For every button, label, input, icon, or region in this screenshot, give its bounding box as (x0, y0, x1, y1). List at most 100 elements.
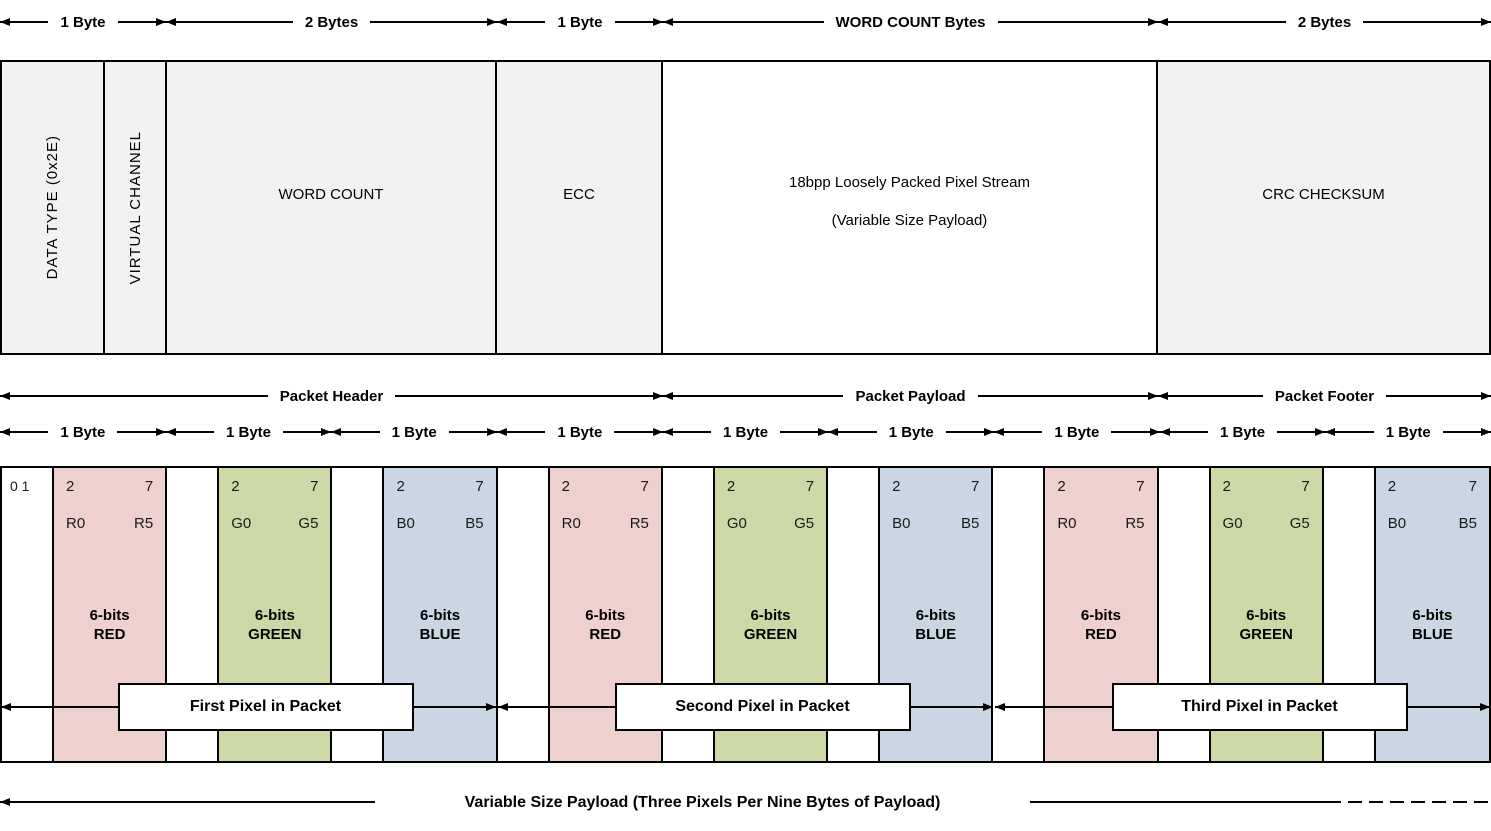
right-arrow-icon (395, 395, 663, 397)
bit-range: 2 7 (1045, 468, 1156, 495)
bit-range: 2 7 (384, 468, 495, 495)
left-arrow-icon (0, 431, 49, 433)
payload-title: 18bpp Loosely Packed Pixel Stream (789, 173, 1030, 191)
measure-byte-5: 1 Byte (662, 419, 829, 445)
bit-end-label: 7 (1301, 478, 1310, 495)
bit-range: 2 7 (715, 468, 826, 495)
value-range: R0 R5 (54, 495, 165, 532)
top-measure-row: 1 Byte 2 Bytes 1 Byte WORD COUNT Bytes 2… (0, 9, 1491, 35)
byte-9: 2 7 B0 B5 6-bits BLUE (1324, 468, 1489, 761)
bit-range: 2 7 (550, 468, 661, 495)
left-arrow-icon (994, 431, 1043, 433)
value-range: G0 G5 (1211, 495, 1322, 532)
bits-count-label: 6-bits (750, 607, 791, 624)
channel-name-label: 6-bits BLUE (880, 606, 991, 644)
right-line (1030, 801, 1327, 803)
color-label: GREEN (248, 626, 302, 643)
value-end-label: G5 (794, 515, 815, 532)
bit-end-label: 7 (1468, 478, 1477, 495)
measure-byte-2: 1 Byte (165, 419, 332, 445)
continuation-dashed-line (1327, 801, 1491, 803)
measure-packet-footer: Packet Footer (1158, 383, 1491, 409)
right-arrow-icon (1442, 431, 1491, 433)
byte-measure-label: 1 Byte (1220, 423, 1266, 441)
right-arrow-icon (614, 21, 663, 23)
byte-measure-label: 1 Byte (60, 423, 106, 441)
bit-range: 2 7 (1376, 468, 1489, 495)
field-ecc: ECC (497, 62, 663, 353)
byte-3: 2 7 B0 B5 6-bits BLUE (332, 468, 498, 761)
value-start-label: G0 (726, 515, 747, 532)
right-arrow-icon (370, 21, 497, 23)
right-arrow-icon (1111, 431, 1160, 433)
value-end-label: G5 (298, 515, 319, 532)
bit-range: 2 7 (219, 468, 330, 495)
section-measure-row: Packet Header Packet Payload Packet Foot… (0, 383, 1491, 409)
value-end-label: B5 (960, 515, 980, 532)
measure-ecc-width: 1 Byte (497, 9, 663, 35)
right-arrow-icon (614, 431, 663, 433)
left-arrow-icon (1159, 431, 1209, 433)
value-end-label: G5 (1289, 515, 1310, 532)
value-end-label: R5 (134, 515, 154, 532)
color-label: RED (1085, 626, 1117, 643)
left-arrow-icon (663, 21, 824, 23)
value-start-label: G0 (1222, 515, 1243, 532)
channel-name-label: 6-bits BLUE (384, 606, 495, 644)
value-start-label: G0 (231, 515, 252, 532)
packet-field-row: DATA TYPE (0x2E) VIRTUAL CHANNEL WORD CO… (0, 60, 1491, 355)
left-arrow-icon (165, 431, 214, 433)
bits-count-label: 6-bits (254, 607, 295, 624)
field-label: 18bpp Loosely Packed Pixel Stream (Varia… (789, 164, 1030, 240)
right-arrow-icon (997, 21, 1159, 23)
bit-range: 2 7 (1211, 468, 1322, 495)
field-label: WORD COUNT (278, 186, 384, 203)
bit-end-label: 7 (970, 478, 980, 495)
value-start-label: B0 (1387, 515, 1407, 532)
field-virtual-channel: VIRTUAL CHANNEL (105, 62, 167, 353)
bit-end-label: 7 (475, 478, 484, 495)
left-arrow-icon (1325, 431, 1374, 433)
bits-count-label: 6-bits (89, 607, 130, 624)
channel-name-label: 6-bits RED (550, 606, 661, 644)
measure-payload-width: WORD COUNT Bytes (663, 9, 1159, 35)
field-word-count: WORD COUNT (167, 62, 497, 353)
measure-label: 2 Bytes (1297, 13, 1352, 31)
bits-count-label: 6-bits (1412, 607, 1453, 624)
bit-end-label: 7 (1136, 478, 1145, 495)
color-label: RED (589, 626, 622, 643)
pixel-group-label: First Pixel in Packet (117, 683, 414, 731)
value-end-label: B5 (1458, 515, 1477, 532)
field-pixel-stream-payload: 18bpp Loosely Packed Pixel Stream (Varia… (663, 62, 1158, 353)
field-label: VIRTUAL CHANNEL (126, 130, 144, 285)
right-arrow-icon (448, 431, 498, 433)
pixel-byte-row: 0 1 2 7 R0 R5 6-bits RED 2 (0, 466, 1491, 763)
measure-byte-4: 1 Byte (497, 419, 663, 445)
measure-byte-6: 1 Byte (828, 419, 995, 445)
right-arrow-icon (117, 21, 166, 23)
color-label: BLUE (419, 626, 461, 643)
bottom-annotation: Variable Size Payload (Three Pixels Per … (0, 790, 1491, 820)
measure-crc-width: 2 Bytes (1158, 9, 1491, 35)
byte-measure-label: 1 Byte (888, 423, 934, 441)
color-label: BLUE (915, 626, 957, 643)
bit-start-label: 2 (1222, 478, 1231, 495)
value-start-label: B0 (396, 515, 415, 532)
bit-range: 2 7 (880, 468, 991, 495)
channel-name-label: 6-bits BLUE (1376, 606, 1489, 644)
pixel-group-overlay: First Pixel in Packet Second Pixel in Pa… (0, 466, 1491, 763)
field-label: ECC (563, 186, 595, 203)
color-label: BLUE (1411, 626, 1453, 643)
field-data-type: DATA TYPE (0x2E) (2, 62, 105, 353)
section-label: Packet Header (279, 387, 384, 405)
payload-subtitle: (Variable Size Payload) (831, 211, 988, 229)
value-start-label: R0 (561, 515, 581, 532)
left-arrow-icon (497, 21, 546, 23)
measure-label: WORD COUNT Bytes (835, 13, 986, 31)
color-label: RED (93, 626, 126, 643)
measure-byte-3: 1 Byte (331, 419, 498, 445)
blue-byte-box: 2 7 B0 B5 6-bits BLUE (1373, 468, 1489, 761)
left-arrow-icon (166, 21, 293, 23)
byte-measure-row: 1 Byte 1 Byte 1 Byte 1 Byte 1 Byte 1 Byt… (0, 419, 1491, 445)
